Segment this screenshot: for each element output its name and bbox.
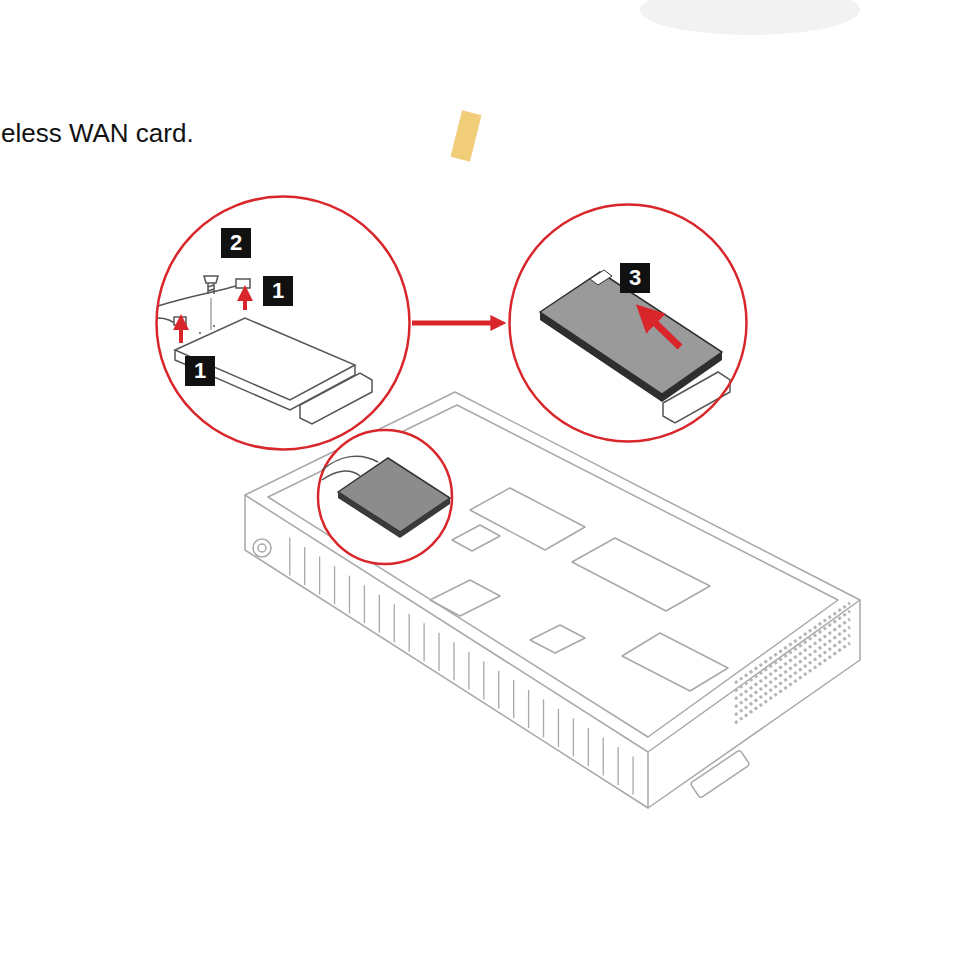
vent-row — [735, 611, 850, 691]
inset-ground — [509, 204, 747, 442]
fin — [573, 718, 574, 756]
housing-front-left — [245, 495, 648, 808]
antenna-knob — [253, 539, 271, 557]
fin — [289, 538, 290, 576]
fin — [632, 756, 633, 794]
chip — [452, 525, 500, 551]
heatsink-fins — [290, 538, 633, 795]
vent-row — [735, 627, 850, 707]
fin — [438, 633, 439, 671]
inset-circle — [157, 197, 410, 450]
fin — [379, 595, 380, 633]
m2-card — [572, 538, 710, 611]
lift-arrow — [243, 293, 247, 310]
slide-arrow — [646, 314, 680, 347]
fin — [558, 709, 559, 747]
fin — [423, 623, 424, 661]
vent-row — [735, 603, 850, 683]
callout-number: 3 — [620, 263, 650, 293]
caption-fragment: eless WAN card. — [1, 118, 194, 149]
fin — [543, 699, 544, 737]
fin — [334, 566, 335, 604]
m2-card — [470, 488, 585, 550]
vent-row — [735, 635, 850, 715]
housing-rim — [268, 405, 838, 737]
antenna-cables — [322, 456, 378, 480]
port-block — [430, 580, 500, 616]
fin — [349, 576, 350, 614]
antenna-knob-core — [258, 544, 266, 552]
faint-blur — [640, 0, 860, 35]
inset-outline — [508, 203, 748, 443]
device-housing — [245, 392, 860, 808]
inset-outline — [155, 195, 411, 451]
callout-number: 2 — [221, 228, 251, 258]
fin — [319, 557, 320, 595]
fin — [453, 642, 454, 680]
flow-arrow — [412, 321, 492, 326]
fin — [498, 671, 499, 709]
fin — [364, 585, 365, 623]
wwan-card — [338, 458, 450, 532]
fin — [468, 652, 469, 690]
inset-ground — [156, 196, 410, 450]
card-slot — [300, 373, 372, 424]
vent-holes — [735, 603, 850, 723]
card-notch — [200, 325, 214, 334]
vent-row — [735, 619, 850, 699]
zoom-inset: 211 — [155, 195, 411, 451]
fin — [483, 661, 484, 699]
callout-number: 1 — [263, 276, 293, 306]
fin — [409, 614, 410, 652]
housing-front-right — [648, 600, 860, 808]
fin — [394, 604, 395, 642]
screw-guide — [211, 298, 212, 330]
fin — [617, 747, 618, 785]
zoom-inset: 3 — [508, 203, 748, 443]
screw-thread — [208, 283, 214, 294]
screw-head — [204, 276, 218, 283]
card-notch — [590, 270, 612, 285]
fin — [528, 690, 529, 728]
logo-plate — [690, 750, 750, 798]
fin — [304, 547, 305, 585]
m2-card — [622, 633, 728, 691]
callout-number: 1 — [185, 356, 215, 386]
housing-top — [245, 392, 860, 752]
wwan-card — [175, 318, 355, 400]
fin — [513, 680, 514, 718]
antenna-cable — [158, 286, 236, 306]
zoom-circle — [318, 430, 452, 564]
yellow-mark — [450, 110, 481, 161]
card-edge — [338, 492, 450, 538]
inset-card-removal — [158, 276, 372, 424]
lift-arrow — [179, 322, 183, 343]
inset-circle — [510, 205, 747, 442]
vent-row — [735, 643, 850, 723]
fin — [588, 728, 589, 766]
cable-connector — [236, 279, 250, 288]
port-block — [530, 625, 585, 653]
fin — [603, 737, 604, 775]
